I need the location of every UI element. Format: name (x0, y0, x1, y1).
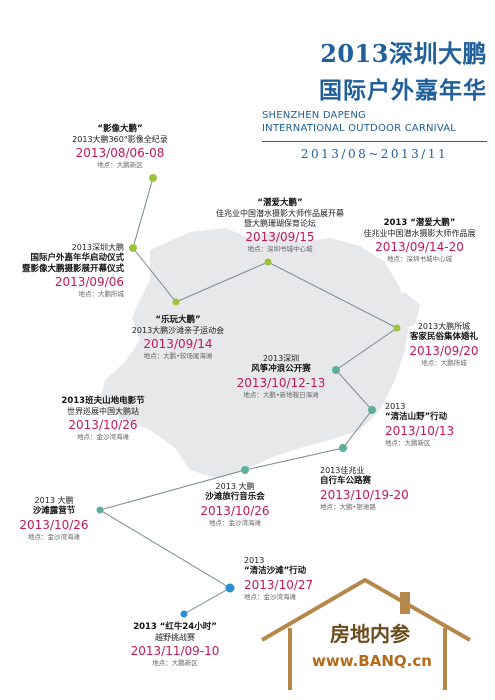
event-date: 2013/09/14 (143, 336, 213, 351)
event-card: 2013 “潜爱大鹏” 佳兆业中国潜水摄影大师作品展 2013/09/14-20… (352, 218, 487, 263)
event-title: “影像大鹏” (97, 124, 143, 134)
event-desc: “清洁山野”行动 (385, 412, 448, 422)
event-location: 地点：大鹏新区 (97, 160, 143, 169)
event-title: 2013 大鹏 (34, 496, 74, 505)
event-title: 2013 (385, 402, 406, 411)
event-card: 2013 “清洁山野”行动 2013/10/13 地点：大鹏新区 (385, 402, 485, 447)
event-title: 2013大鹏所城 (417, 322, 471, 331)
event-location: 地点：大鹏•银滩路 (320, 502, 376, 511)
node-marker (264, 258, 272, 266)
watermark-logo-text: 房地内参 (330, 622, 410, 646)
node-marker (225, 583, 235, 593)
event-card: “乐玩大鹏” 2013大鹏沙滩亲子运动会 2013/09/14 地点：大鹏•较场… (108, 315, 248, 360)
event-title: 2013 大鹏 (215, 482, 255, 491)
event-desc: 2013大鹏沙滩亲子运动会 (131, 325, 225, 335)
event-desc: “清洁沙滩”行动 (244, 566, 307, 576)
event-location: 地点：大鹏新区 (385, 438, 431, 447)
event-date: 2013/08/06-08 (75, 145, 165, 160)
event-location: 地点：深圳书城中心城 (387, 254, 452, 263)
event-title: 2013深圳大鹏 (71, 243, 124, 252)
event-date: 2013/10/27 (244, 577, 314, 592)
house-logo (260, 577, 471, 690)
header-divider (262, 141, 487, 142)
event-location: 地点：大鹏所城 (421, 358, 467, 367)
node-marker (180, 610, 188, 618)
event-date: 2013/09/06 (54, 275, 124, 290)
event-card: 2013大鹏所城 客家民俗集体婚礼 2013/09/20 地点：大鹏所城 (400, 322, 488, 367)
event-desc: 沙滩露营节 (32, 506, 76, 516)
event-title: “乐玩大鹏” (155, 315, 201, 325)
event-card: “潜爱大鹏” 佳兆业中国潜水摄影大师作品展开幕 暨大鹏珊瑚保育论坛 2013/0… (205, 198, 355, 253)
node-marker (393, 324, 401, 332)
event-desc: 自行车公路赛 (320, 476, 372, 486)
event-card: 2013深圳 风筝冲浪公开赛 2013/10/12-13 地点：大鹏•新地鞍日海… (232, 354, 330, 399)
node-marker (241, 466, 249, 474)
event-desc: 越野挑战赛 (155, 632, 195, 642)
event-title: “潜爱大鹏” (257, 198, 303, 208)
event-date: 2013/10/26 (68, 417, 138, 432)
event-card: 2013深圳大鹏 国际户外嘉年华启动仪式 暨影像大鹏摄影展开幕仪式 2013/0… (10, 243, 124, 298)
english-title-line2: INTERNATIONAL OUTDOOR CARNIVAL (262, 123, 457, 134)
event-date: 2013/10/26 (19, 517, 89, 532)
event-title: 2013佳兆业 (320, 466, 365, 475)
event-title: 2013 “潜爱大鹏” (383, 218, 456, 228)
english-title-line1: SHENZHEN DAPENG (262, 110, 366, 121)
event-location: 地点：金沙湾海滩 (77, 432, 129, 441)
event-title: 2013深圳 (262, 354, 300, 363)
watermark-url: www.BANQ.cn (312, 652, 432, 670)
header: 2013深圳大鹏 国际户外嘉年华 SHENZHEN DAPENG INTERNA… (262, 34, 487, 161)
event-card: “影像大鹏” 2013大鹏360°影像全纪录 2013/08/06-08 地点：… (50, 124, 190, 169)
event-date: 2013/09/20 (409, 343, 479, 358)
event-location: 地点：金沙湾海滩 (244, 592, 296, 601)
page-title: 2013深圳大鹏 (320, 39, 487, 68)
node-marker (172, 298, 180, 306)
event-title: 2013 “红牛24小时” (133, 622, 217, 632)
event-location: 地点：深圳书城中心城 (247, 244, 313, 253)
event-desc: 国际户外嘉年华启动仪式 (30, 253, 124, 263)
event-date: 2013/10/19-20 (320, 487, 409, 502)
event-date: 2013/11/09-10 (130, 643, 220, 658)
event-desc: 2013大鹏360°影像全纪录 (72, 134, 168, 144)
event-desc: 暨影像大鹏摄影展开幕仪式 (21, 263, 124, 274)
event-location: 地点：大鹏新区 (152, 658, 198, 667)
event-card: 2013佳兆业 自行车公路赛 2013/10/19-20 地点：大鹏•银滩路 (320, 466, 440, 511)
event-date: 2013/10/26 (200, 503, 270, 518)
event-desc: 佳兆业中国潜水摄影大师作品展开幕 (216, 208, 344, 218)
event-date: 2013/10/13 (385, 423, 455, 438)
event-location: 地点：大鹏所城 (78, 290, 125, 299)
event-card: 2013班夫山地电影节 世界巡展中国大鹏站 2013/10/26 地点：金沙湾海… (38, 396, 168, 441)
event-location: 地点：金沙湾海滩 (28, 532, 80, 541)
event-title: 2013班夫山地电影节 (61, 396, 145, 406)
node-marker (149, 174, 157, 182)
map-island (385, 292, 420, 330)
event-date: 2013/10/12-13 (236, 375, 326, 390)
event-location: 地点：金沙湾海滩 (209, 518, 261, 527)
event-desc: 沙滩旅行音乐会 (205, 492, 265, 502)
node-marker (339, 444, 347, 452)
event-desc: 暨大鹏珊瑚保育论坛 (244, 218, 316, 228)
event-title: 2013 (244, 556, 265, 565)
event-card: 2013 “红牛24小时” 越野挑战赛 2013/11/09-10 地点：大鹏新… (115, 622, 235, 667)
node-marker (96, 506, 104, 514)
event-location: 地点：大鹏•较场尾海滩 (143, 351, 213, 360)
node-marker (368, 406, 376, 414)
event-card: 2013 大鹏 沙滩旅行音乐会 2013/10/26 地点：金沙湾海滩 (185, 482, 285, 527)
event-date: 2013/09/14-20 (375, 239, 464, 254)
page-subtitle: 国际户外嘉年华 (319, 77, 487, 104)
timeline-path (98, 177, 398, 615)
event-card: 2013 大鹏 沙滩露营节 2013/10/26 地点：金沙湾海滩 (8, 496, 100, 541)
map-silhouette (100, 228, 410, 478)
date-range: 2013/08~2013/11 (300, 147, 449, 161)
event-desc: 世界巡展中国大鹏站 (67, 406, 139, 416)
node-marker (129, 244, 137, 252)
event-desc: 佳兆业中国潜水摄影大师作品展 (363, 228, 476, 238)
event-desc: 客家民俗集体婚礼 (409, 332, 478, 342)
event-desc: 风筝冲浪公开赛 (251, 364, 311, 374)
event-card: 2013 “清洁沙滩”行动 2013/10/27 地点：金沙湾海滩 (244, 556, 354, 601)
event-date: 2013/09/15 (245, 229, 315, 244)
node-marker (332, 366, 340, 374)
event-location: 地点：大鹏•新地鞍日海滩 (243, 390, 319, 399)
house-chimney (400, 592, 410, 614)
